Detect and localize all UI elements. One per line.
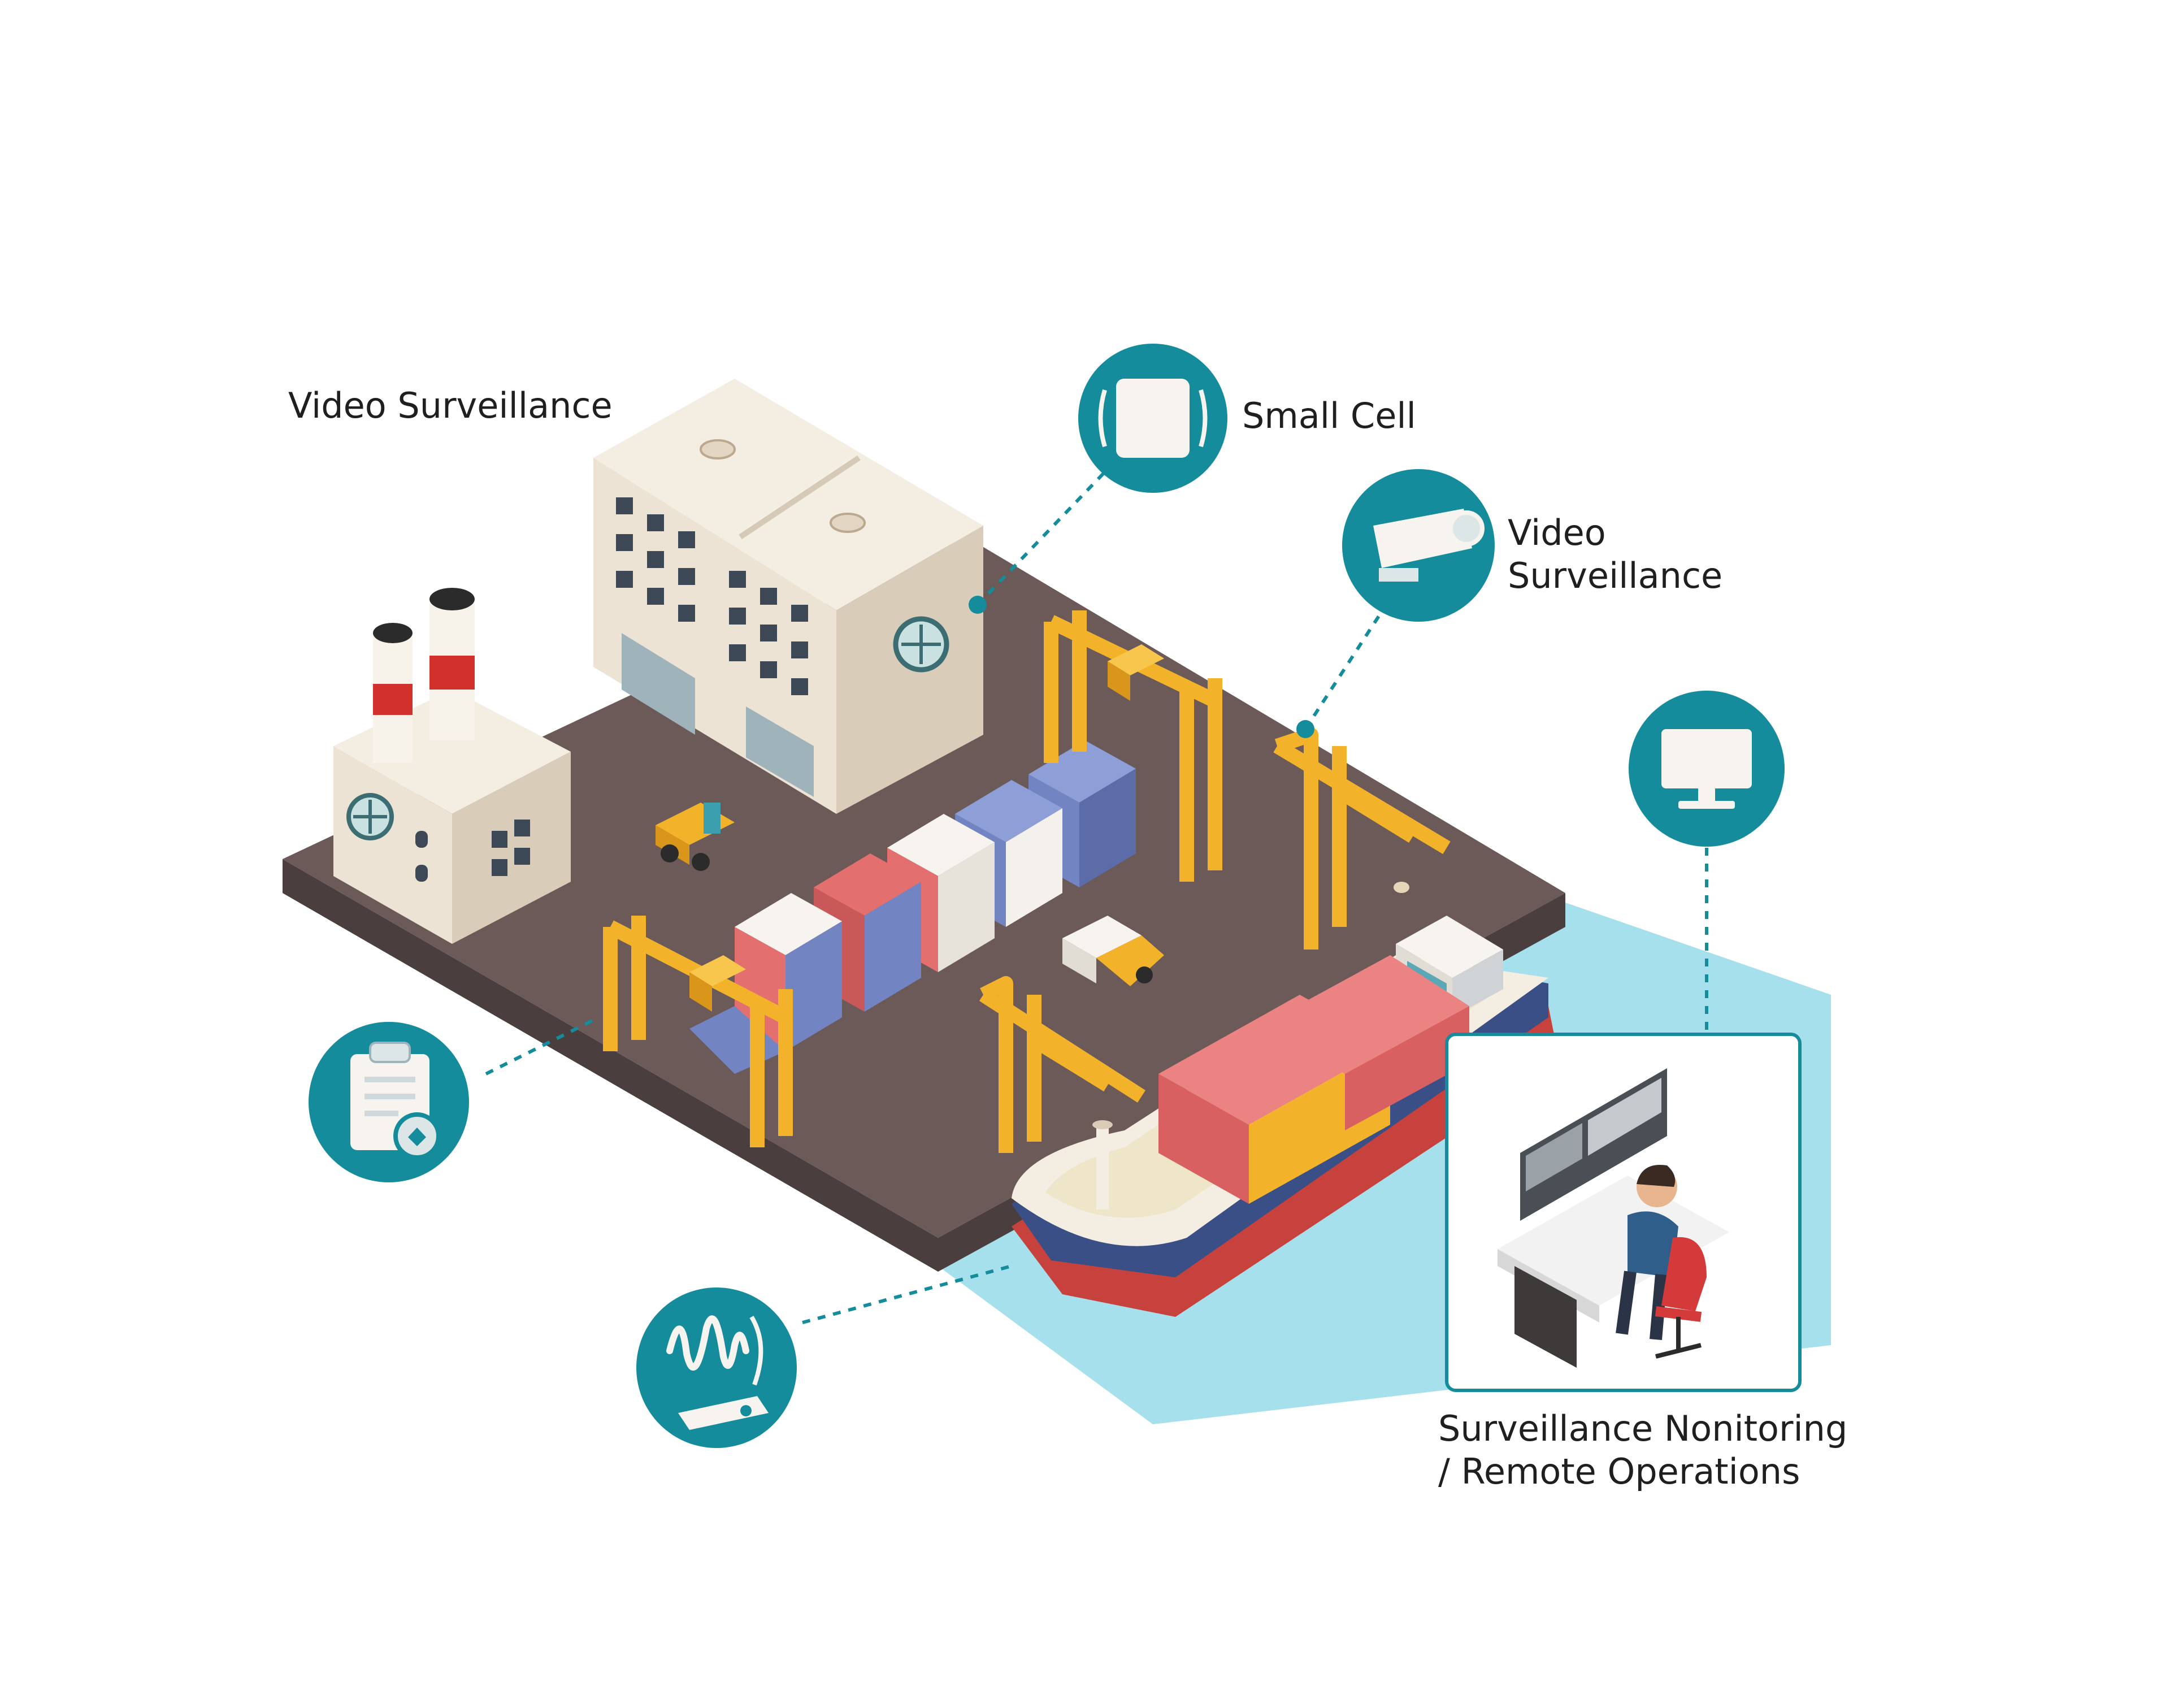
office-building bbox=[593, 379, 983, 814]
connector-lines bbox=[485, 467, 1708, 1324]
label-video-surveillance-top: Video Surveillance bbox=[288, 385, 613, 426]
signal-sensor-icon bbox=[636, 1287, 797, 1448]
cargo-cart bbox=[1062, 916, 1164, 986]
clipboard-icon bbox=[309, 1022, 469, 1182]
operator-inset-card bbox=[1445, 1033, 1802, 1392]
cctv-camera-icon bbox=[1342, 469, 1495, 622]
small-cell-icon bbox=[1078, 344, 1227, 493]
crane-cabs bbox=[689, 644, 1409, 1012]
label-small-cell: Small Cell bbox=[1242, 395, 1416, 436]
factory bbox=[333, 588, 571, 944]
label-video-surveillance-right: Video Surveillance bbox=[1508, 512, 1723, 596]
label-surveillance-monitoring: Surveillance Nonitoring / Remote Operati… bbox=[1438, 1408, 1848, 1492]
forklift bbox=[656, 803, 735, 871]
monitor-icon bbox=[1629, 691, 1785, 847]
container-ship bbox=[1012, 916, 1560, 1317]
container-stacks bbox=[689, 740, 1136, 1074]
